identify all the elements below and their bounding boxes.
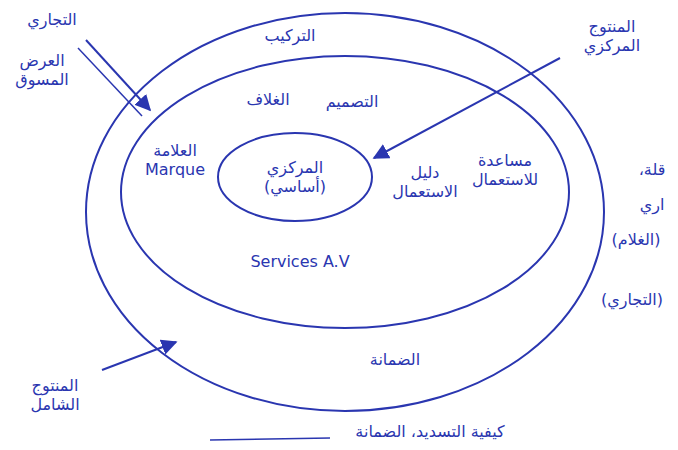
node-text: دليل الاستعمال (389, 163, 461, 201)
underline-stroke (210, 438, 330, 440)
node-text: الغلاف (246, 90, 289, 109)
leader-label: التجاري (27, 10, 77, 29)
ellipse-outline (85, 12, 605, 412)
node-text: العلامة Marque (138, 141, 212, 179)
margin-note: اري (640, 195, 665, 214)
leader-label: المنتوج المركزي (571, 17, 653, 55)
note-text: كيفية التسديد، الضمانة (355, 422, 504, 441)
node-text: مساعدة للاستعمال (466, 151, 544, 189)
margin-note: قلة، (639, 160, 666, 179)
node-text: التركيب (264, 26, 315, 45)
outer-ellipse: التركيب الضمانة الغلاف التصميم العلامة Marqu… (85, 12, 605, 412)
leader-label: العرض المسوق (6, 51, 78, 89)
leader-arrow (86, 40, 150, 110)
node-text: الضمانة (370, 350, 420, 369)
leader-arrow (374, 58, 560, 158)
middle-ellipse: الغلاف التصميم العلامة Marque دليل الاستعما… (120, 55, 570, 329)
node-text: Services A.V (250, 252, 349, 271)
margin-note: (الغلام) (612, 230, 661, 249)
margin-note: (التجاري) (601, 290, 663, 309)
node-text: المركزي (أساسي) (253, 158, 337, 196)
core-ellipse: المركزي (أساسي) (217, 132, 373, 222)
leader-label: المنتوج الشامل (15, 376, 95, 414)
node-text: التصميم (326, 92, 379, 111)
leader-arrow (78, 48, 142, 116)
